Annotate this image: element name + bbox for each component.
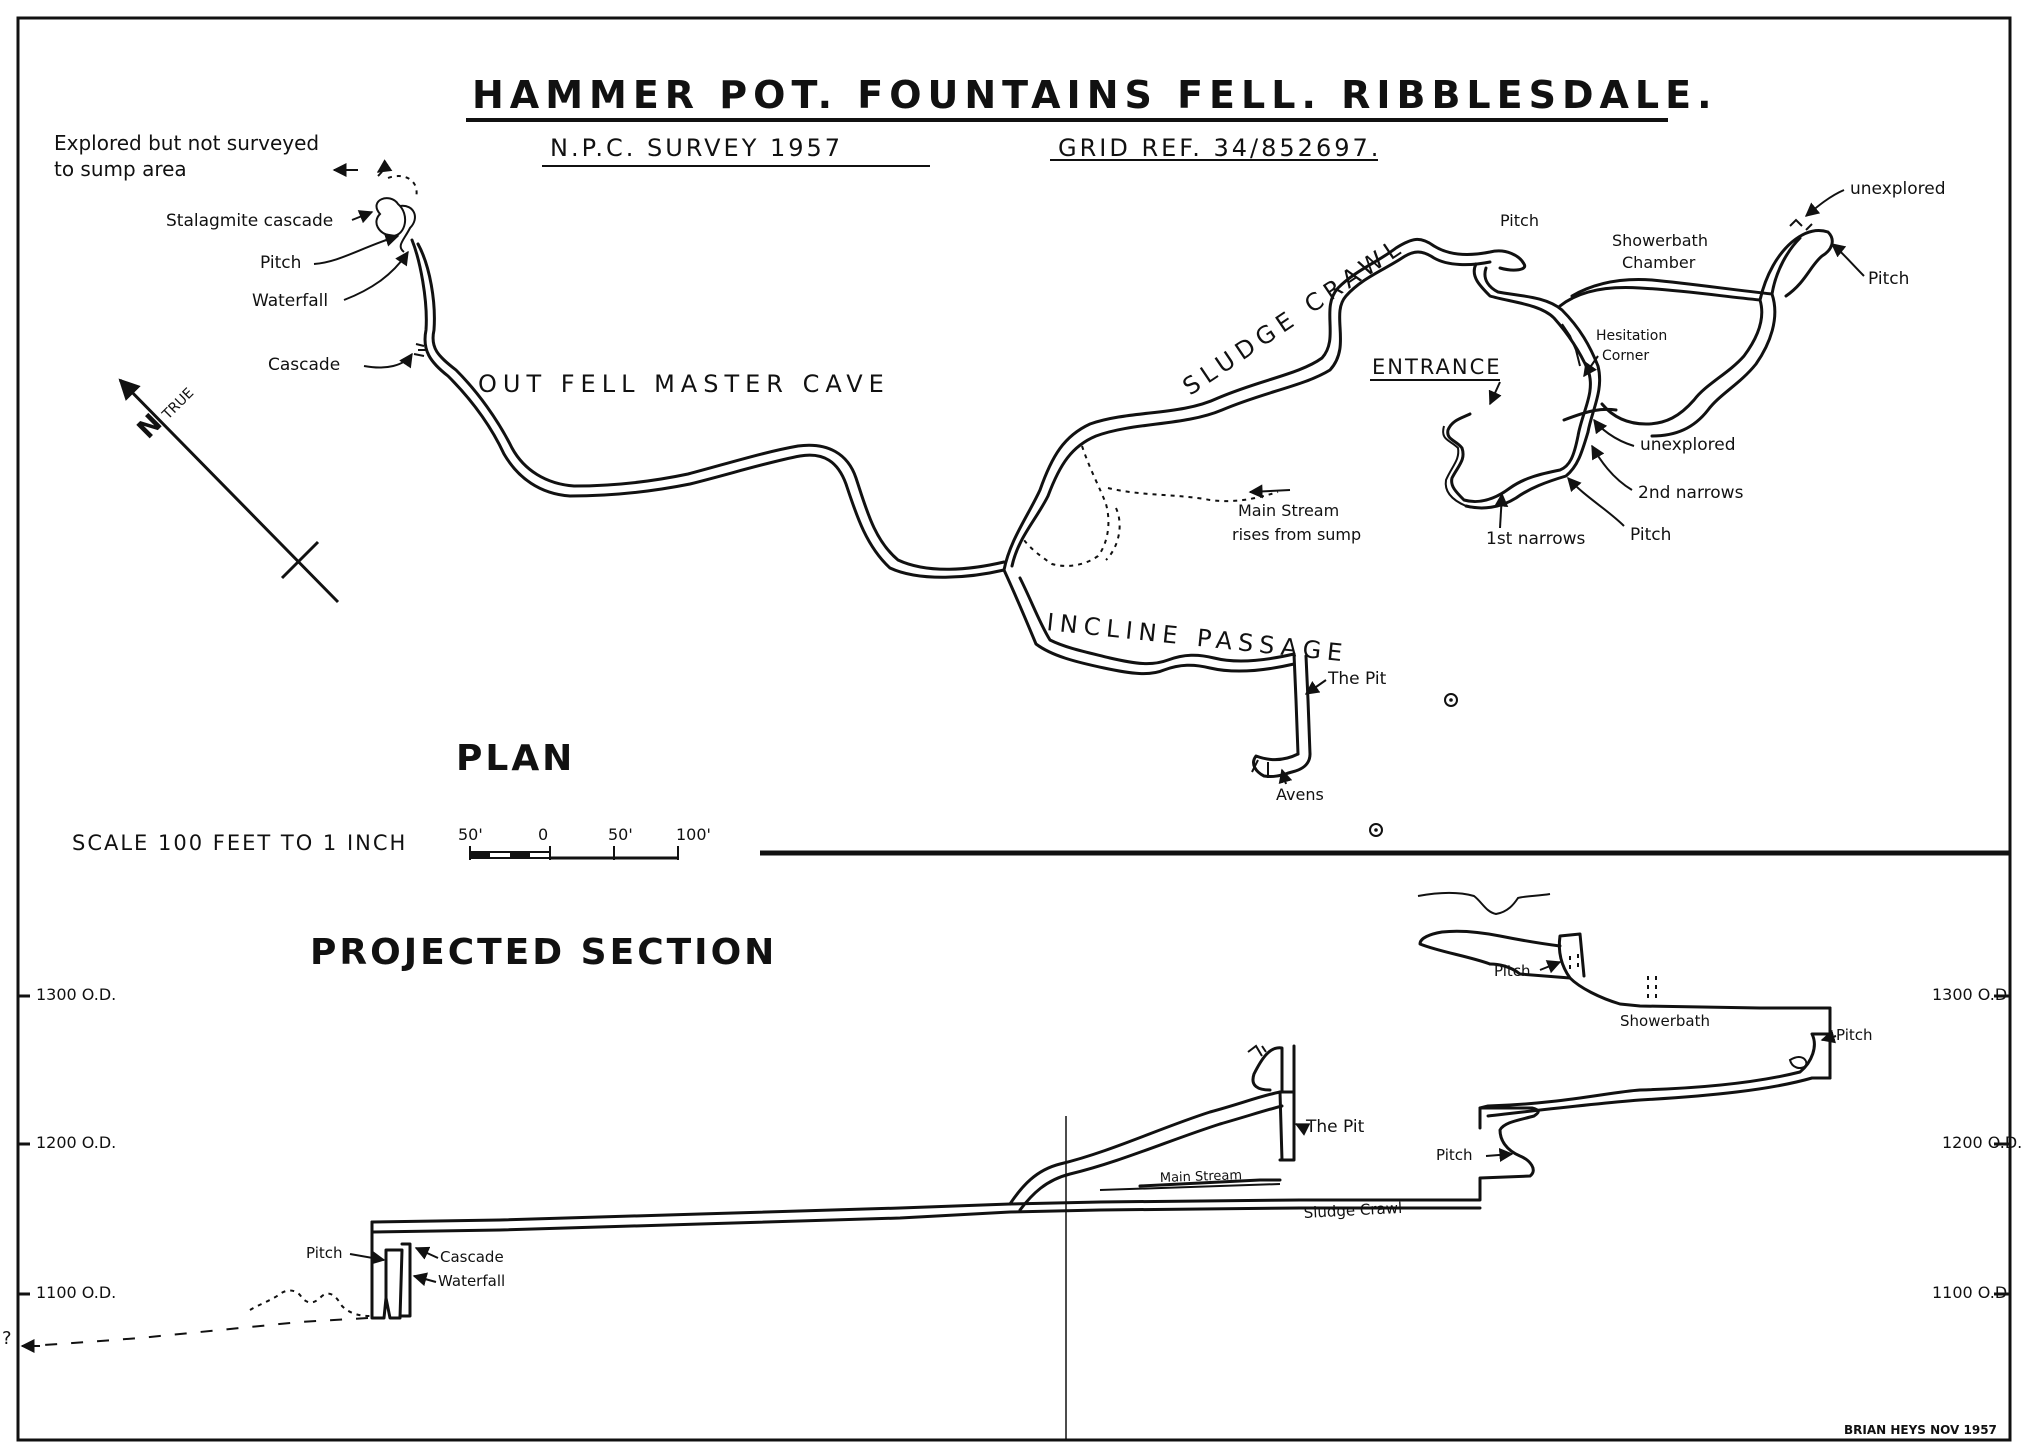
explored-note-line1: Explored but not surveyed — [54, 131, 319, 155]
unexplored-label-north: unexplored — [1850, 179, 1946, 199]
pitch-label-section-top: Pitch — [1494, 962, 1531, 980]
map-border — [16, 16, 2012, 1442]
the-pit-label-section: The Pit — [1305, 1117, 1365, 1137]
survey-station — [1369, 823, 1383, 837]
section-main-stream — [1138, 1178, 1282, 1188]
main-stream-label-2: rises from sump — [1232, 525, 1361, 544]
hesitation-corner-label-1: Hesitation — [1596, 328, 1667, 344]
map-title: HAMMER POT. FOUNTAINS FELL. RIBBLESDALE. — [472, 73, 1718, 117]
sump-area-outline — [375, 197, 407, 238]
scale-tick-0: 50' — [458, 825, 483, 844]
entrance-label: ENTRANCE — [1372, 355, 1502, 379]
scale-tick-3: 100' — [676, 825, 711, 844]
section-view: PROJECTED SECTION 1300 O.D. 1200 O.D. 11… — [2, 892, 2022, 1353]
cascade-label-section: Cascade — [440, 1248, 504, 1266]
left-level-1100: 1100 O.D. — [36, 1283, 116, 1302]
north-arrow: N TRUE — [118, 378, 340, 604]
left-level-1200: 1200 O.D. — [36, 1133, 116, 1152]
section-heading: PROJECTED SECTION — [310, 932, 777, 973]
showerbath-chamber-label-2: Chamber — [1622, 253, 1696, 272]
sludge-crawl-passage — [1002, 238, 1527, 572]
question-mark: ? — [2, 1328, 12, 1349]
out-fell-master-cave-label: OUT FELL MASTER CAVE — [478, 370, 890, 398]
survey-station — [1444, 693, 1458, 707]
pitch-label-plan-east: Pitch — [1868, 269, 1909, 289]
stalagmite-cascade-label: Stalagmite cascade — [166, 211, 333, 231]
the-pit-shaft — [1292, 652, 1312, 756]
hesitation-corner-label-2: Corner — [1602, 348, 1649, 364]
section-incline — [1008, 1090, 1282, 1206]
showerbath-label-section: Showerbath — [1620, 1012, 1710, 1030]
showerbath-chamber-label-1: Showerbath — [1612, 231, 1708, 250]
plan-view: Explored but not surveyed to sump area S… — [54, 131, 1946, 860]
section-pit-shaft — [1278, 1090, 1296, 1162]
sludge-crawl-label-section: Sludge Crawl — [1303, 1199, 1402, 1222]
first-narrows-label: 1st narrows — [1486, 529, 1586, 549]
second-narrows-label: 2nd narrows — [1638, 483, 1744, 503]
pitch-label-section-west: Pitch — [306, 1244, 343, 1262]
pitch-label-plan-north: Pitch — [1500, 211, 1539, 230]
right-level-1100: 1100 O.D. — [1932, 1283, 2012, 1302]
scale-bar: 50' 0 50' 100' — [458, 825, 711, 860]
north-true-label: TRUE — [159, 385, 197, 423]
plan-heading: PLAN — [456, 738, 575, 779]
cascade-label-plan: Cascade — [268, 355, 340, 375]
scale-tick-1: 0 — [538, 825, 548, 844]
unexplored-label-south: unexplored — [1640, 435, 1736, 455]
explored-note-line2: to sump area — [54, 157, 187, 181]
scale-tick-2: 50' — [608, 825, 633, 844]
showerbath-chamber-outline — [1558, 286, 1764, 426]
waterfall-label-section: Waterfall — [438, 1272, 505, 1290]
main-stream-label-1: Main Stream — [1238, 501, 1339, 520]
grid-reference: GRID REF. 34/852697. — [1058, 134, 1381, 162]
incline-passage — [1002, 568, 1296, 676]
survey-credit: N.P.C. SURVEY 1957 — [550, 134, 843, 162]
pitch-label-entrance: Pitch — [1630, 525, 1671, 545]
pitch-label-section-mid: Pitch — [1436, 1146, 1473, 1164]
section-west-pitch — [370, 1220, 404, 1320]
pitch-label-section-right: Pitch — [1836, 1026, 1873, 1044]
scale-text: SCALE 100 FEET TO 1 INCH — [72, 831, 407, 855]
right-level-1200: 1200 O.D. — [1942, 1133, 2022, 1152]
right-level-1300: 1300 O.D. — [1932, 985, 2012, 1004]
section-main-passage — [370, 1106, 1540, 1224]
avens-label: Avens — [1276, 785, 1324, 804]
pitch-label-plan-west: Pitch — [260, 253, 301, 273]
surveyor-signature: BRIAN HEYS NOV 1957 — [1844, 1423, 1997, 1437]
left-level-1300: 1300 O.D. — [36, 985, 116, 1004]
the-pit-label-plan: The Pit — [1327, 669, 1387, 689]
main-stream-label-section: Main Stream — [1160, 1168, 1243, 1186]
entrance-series-passage — [1446, 262, 1592, 503]
waterfall-label-plan: Waterfall — [252, 291, 328, 311]
incline-passage-label: INCLINE PASSAGE — [1045, 608, 1349, 668]
out-fell-master-cave-passage — [410, 238, 1006, 579]
